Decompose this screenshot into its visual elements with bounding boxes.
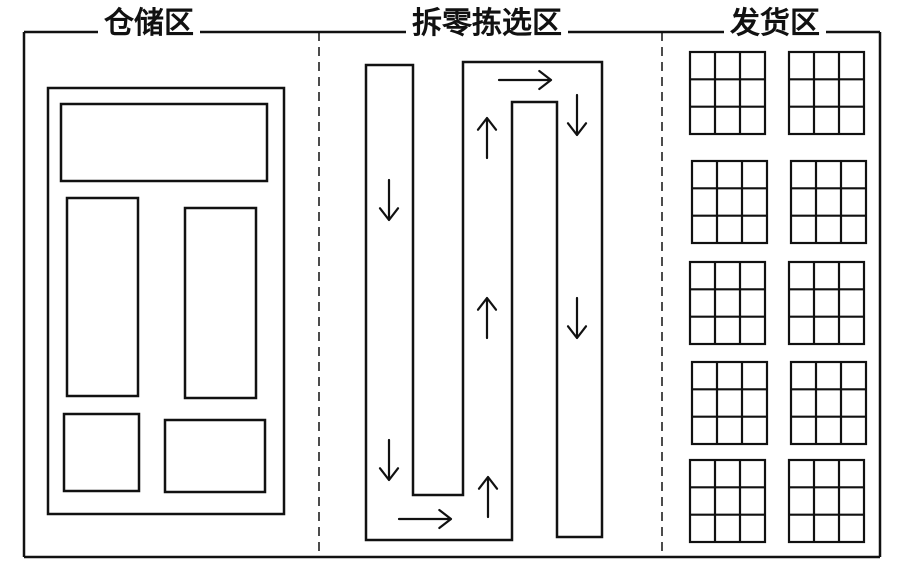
picking-flow-arrows xyxy=(378,69,588,530)
shipping-pallet-grid xyxy=(688,50,767,136)
zone-dividers xyxy=(318,32,663,557)
flow-arrow-down xyxy=(378,438,400,482)
flow-arrow-up xyxy=(477,475,499,519)
storage-rack-right xyxy=(183,206,258,400)
shipping-pallet-grid xyxy=(789,159,868,245)
storage-bin-right xyxy=(163,418,267,494)
storage-zone xyxy=(46,86,286,516)
flow-arrow-right xyxy=(397,508,453,530)
zone-label-storage: 仓储区 xyxy=(98,6,200,42)
zone-label-picking: 拆零拣选区 xyxy=(406,6,568,42)
shipping-pallet-grid xyxy=(690,159,769,245)
shipping-pallet-grid xyxy=(787,50,866,136)
picking-zone xyxy=(364,60,604,542)
flow-arrow-right xyxy=(497,69,553,91)
shipping-pallet-grid xyxy=(688,260,767,346)
shipping-zone xyxy=(688,50,868,544)
shipping-pallet-grid xyxy=(789,360,868,446)
flow-arrow-down xyxy=(566,93,588,137)
zone-label-shipping: 发货区 xyxy=(724,6,826,42)
storage-rack-left xyxy=(65,196,140,398)
storage-bin-left xyxy=(62,412,141,493)
shipping-pallet-grid xyxy=(787,260,866,346)
outer-frame xyxy=(22,30,882,559)
flow-arrow-up xyxy=(476,116,498,160)
flow-arrow-up xyxy=(476,296,498,340)
storage-shelf-frame xyxy=(46,86,286,516)
shipping-pallet-grid xyxy=(787,458,866,544)
flow-arrow-down xyxy=(566,296,588,340)
shipping-pallet-grid xyxy=(688,458,767,544)
shipping-pallet-grid xyxy=(690,360,769,446)
storage-rack-top xyxy=(59,102,269,183)
flow-arrow-down xyxy=(378,178,400,222)
picking-serpentine-path xyxy=(364,60,604,542)
